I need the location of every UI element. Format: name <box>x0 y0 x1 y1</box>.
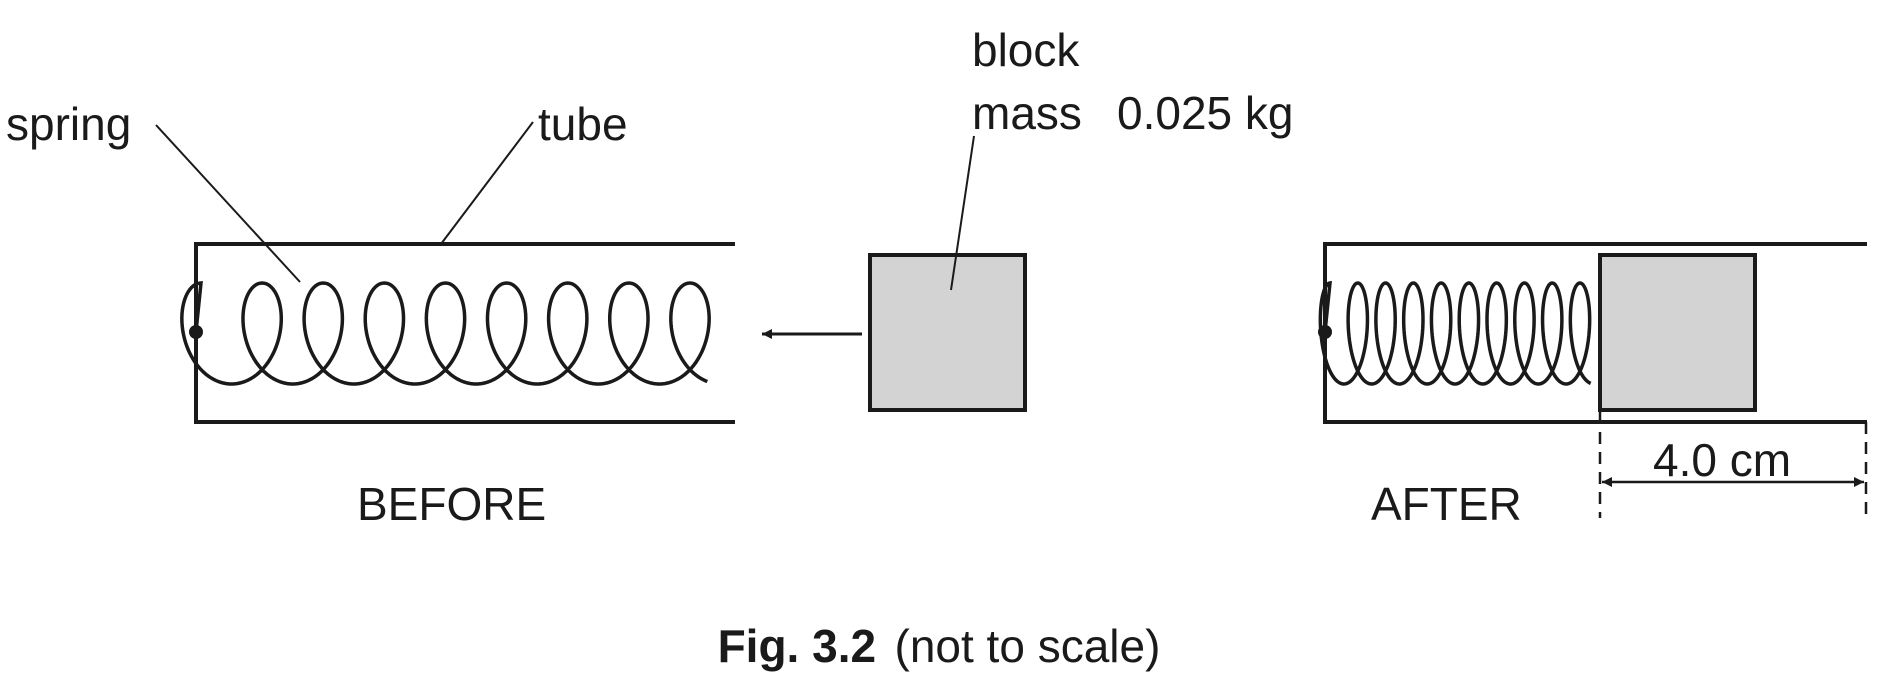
spring-label: spring <box>6 98 131 150</box>
figure-note: (not to scale) <box>895 620 1161 672</box>
figure-number: Fig. 3.2 <box>718 620 876 672</box>
before-label: BEFORE <box>357 478 546 530</box>
spring-leader-line <box>155 124 301 283</box>
after-group: 4.0 cm AFTER <box>1318 242 1868 530</box>
block-leader-line <box>950 135 975 291</box>
tube-after <box>1323 242 1867 424</box>
block-group: block mass 0.025 kg <box>868 24 1293 412</box>
block-after <box>1598 253 1757 412</box>
spring-before <box>180 281 711 386</box>
block-before <box>868 253 1027 412</box>
before-group: spring tube BEFORE <box>6 98 735 530</box>
block-label: block <box>972 24 1080 76</box>
tube-leader-line <box>440 121 534 245</box>
compression-label: 4.0 cm <box>1653 434 1791 486</box>
mass-label: mass <box>972 87 1082 139</box>
tube-before <box>194 242 735 424</box>
spring-after <box>1318 280 1592 386</box>
after-label: AFTER <box>1371 478 1522 530</box>
figure-caption: Fig. 3.2 (not to scale) <box>718 620 1161 672</box>
mass-value: 0.025 kg <box>1117 87 1293 139</box>
tube-label: tube <box>538 98 628 150</box>
